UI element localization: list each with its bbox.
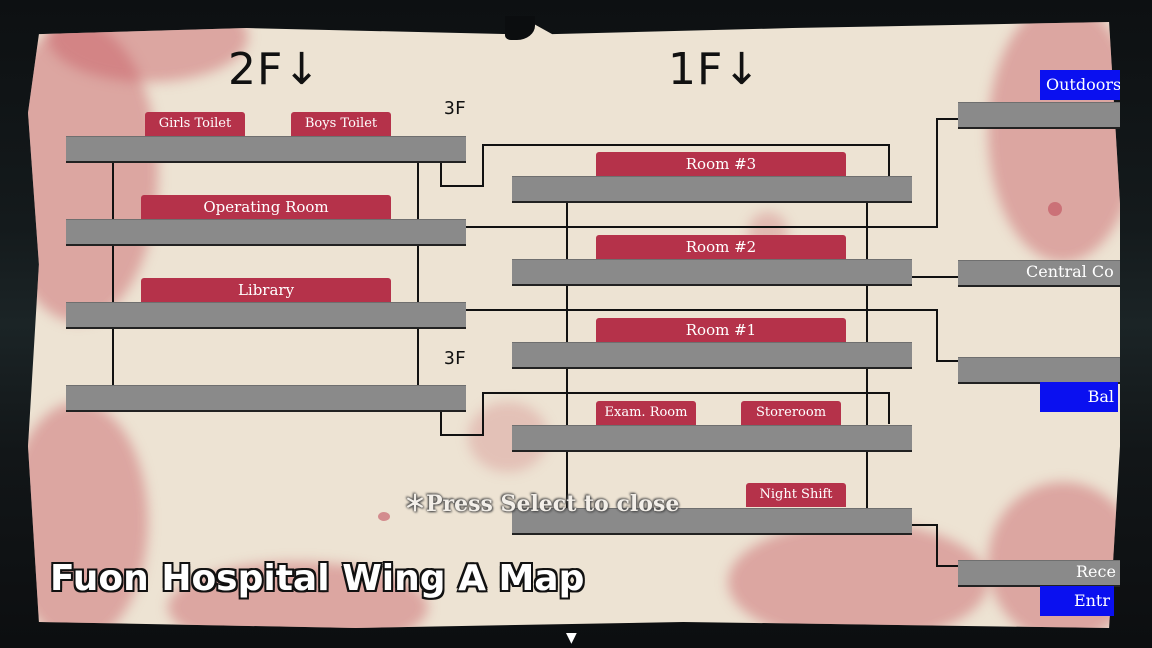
corridor-line	[112, 160, 114, 386]
blood-stain	[988, 22, 1120, 262]
link-line	[912, 276, 960, 278]
blood-stain	[28, 402, 148, 628]
corridor-1f-2	[512, 259, 912, 286]
stair-line	[440, 408, 442, 435]
room-night-shift[interactable]: Night Shift	[746, 483, 846, 507]
link-line	[912, 524, 938, 526]
room-1[interactable]: Room #1	[596, 318, 846, 342]
corridor-2f-4	[66, 385, 466, 412]
stair-line	[440, 160, 442, 186]
room-2[interactable]: Room #2	[596, 235, 846, 259]
link-line	[936, 118, 960, 120]
room-storeroom[interactable]: Storeroom	[741, 401, 841, 425]
stair-line	[888, 392, 890, 424]
stair-line	[440, 434, 484, 436]
room-girls-toilet[interactable]: Girls Toilet	[145, 112, 245, 136]
link-line	[936, 360, 960, 362]
room-library[interactable]: Library	[141, 278, 391, 302]
room-central-label[interactable]: Central Co	[1026, 262, 1114, 281]
corridor-right-2	[958, 260, 1120, 287]
corridor-right-3	[958, 357, 1120, 384]
exit-entr[interactable]: Entr	[1040, 586, 1114, 616]
floor-2f-label: 2F↓	[228, 44, 322, 95]
stair-line	[482, 144, 484, 187]
stair-line	[440, 185, 484, 187]
link-line	[466, 226, 938, 228]
corridor-2f-1	[66, 136, 466, 163]
room-boys-toilet[interactable]: Boys Toilet	[291, 112, 391, 136]
stair-line	[482, 144, 890, 146]
blood-stain	[168, 562, 428, 628]
close-hint: ＊Press Select to close	[404, 491, 680, 517]
corridor-1f-4	[512, 425, 912, 452]
stair-line	[482, 392, 484, 436]
floor-1f-label: 1F↓	[668, 44, 762, 95]
room-rece-label[interactable]: Rece	[1076, 562, 1116, 581]
stair-line	[888, 144, 890, 176]
blood-stain	[28, 22, 158, 322]
corridor-2f-2	[66, 219, 466, 246]
corridor-right-1	[958, 102, 1120, 129]
room-operating-room[interactable]: Operating Room	[141, 195, 391, 219]
corridor-line	[417, 160, 419, 386]
corridor-2f-3	[66, 302, 466, 329]
blood-speck	[378, 512, 390, 521]
corridor-right-4	[958, 560, 1120, 587]
blood-stain	[728, 522, 988, 628]
corridor-1f-5	[512, 508, 912, 535]
link-line	[936, 118, 938, 228]
stair-3f-top-label: 3F	[444, 98, 466, 119]
stair-3f-bottom-label: 3F	[444, 348, 466, 369]
stair-line	[482, 392, 890, 394]
exit-bal[interactable]: Bal	[1040, 382, 1118, 412]
blood-speck	[1048, 202, 1062, 216]
map-title: Fuon Hospital Wing A Map	[50, 558, 585, 599]
corridor-1f-3	[512, 342, 912, 369]
room-exam-room[interactable]: Exam. Room	[596, 401, 696, 425]
corridor-1f-1	[512, 176, 912, 203]
exit-outdoors[interactable]: Outdoors	[1040, 70, 1120, 100]
down-arrow-icon[interactable]: ▼	[566, 630, 577, 646]
link-line	[936, 309, 938, 361]
link-line	[936, 524, 938, 566]
room-3[interactable]: Room #3	[596, 152, 846, 176]
link-line	[936, 565, 960, 567]
link-line	[466, 309, 938, 311]
